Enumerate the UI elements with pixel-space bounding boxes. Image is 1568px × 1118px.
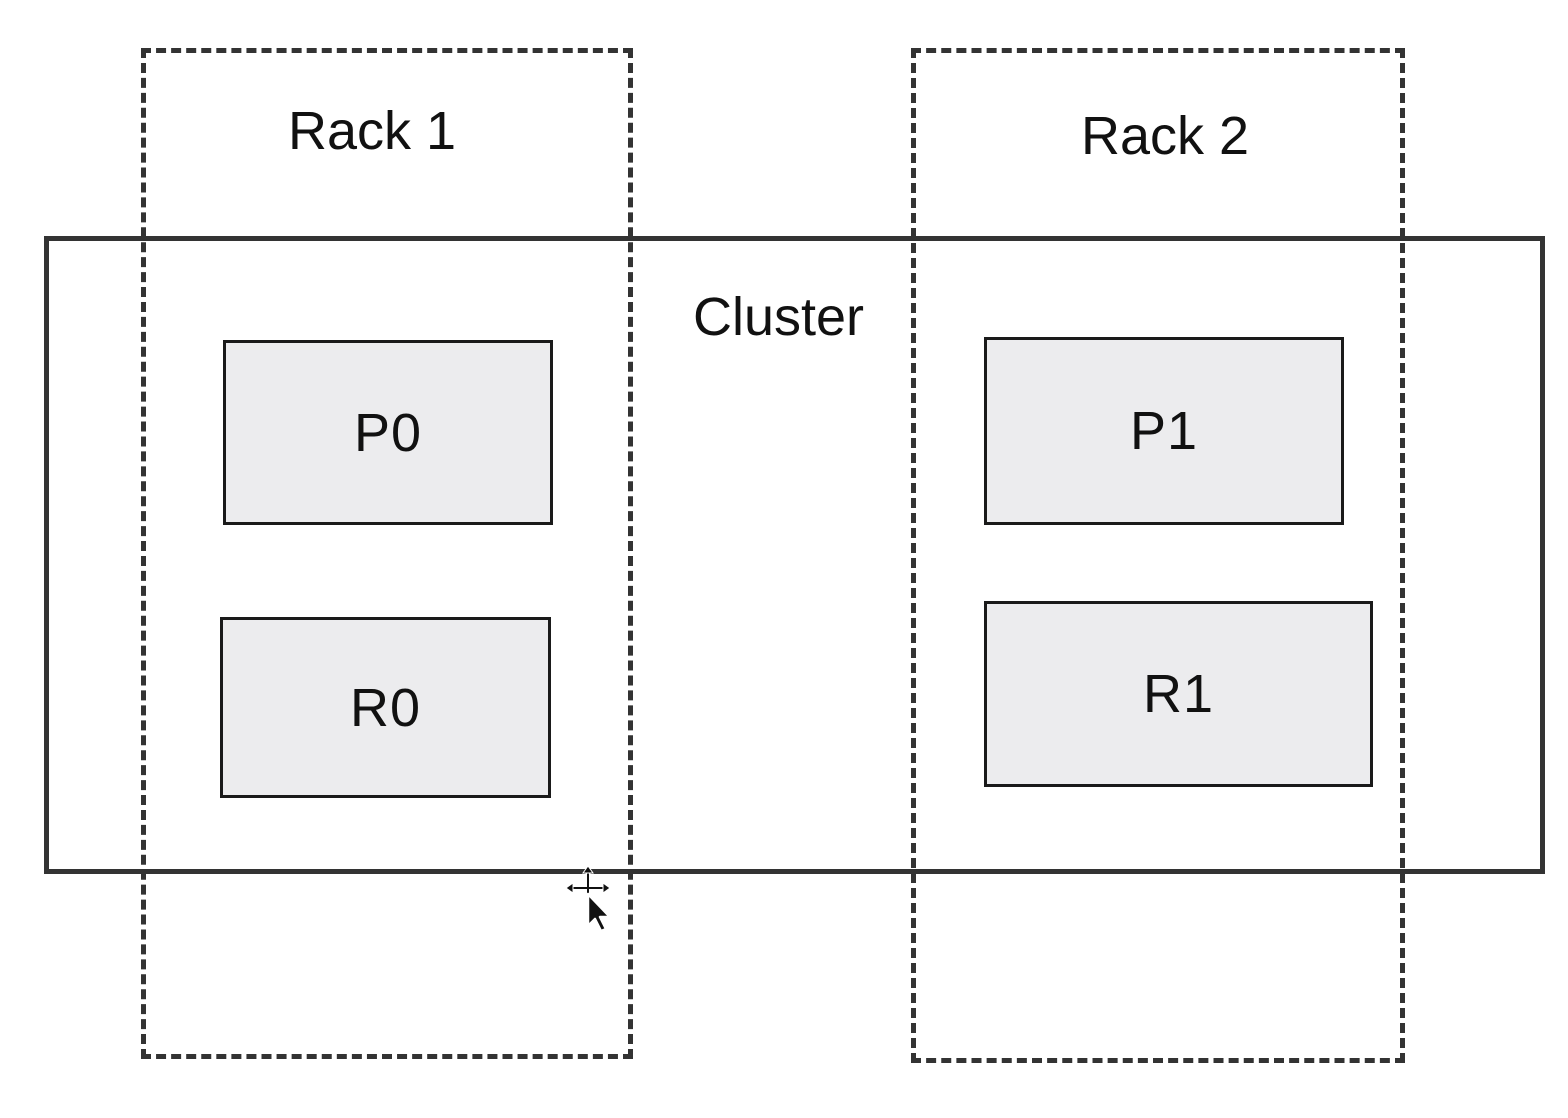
rack-2-label: Rack 2 [1081, 106, 1250, 166]
node-p0[interactable]: P0 [223, 340, 553, 525]
rack-1-boundary [141, 48, 633, 1059]
node-r1[interactable]: R1 [984, 601, 1373, 787]
rack-1-label: Rack 1 [288, 101, 457, 161]
cluster-boundary [44, 236, 1545, 874]
rack-2-boundary [911, 48, 1405, 1063]
cluster-label: Cluster [693, 287, 865, 347]
node-p1[interactable]: P1 [984, 337, 1344, 525]
node-r0[interactable]: R0 [220, 617, 551, 798]
move-cursor-icon [565, 865, 612, 933]
